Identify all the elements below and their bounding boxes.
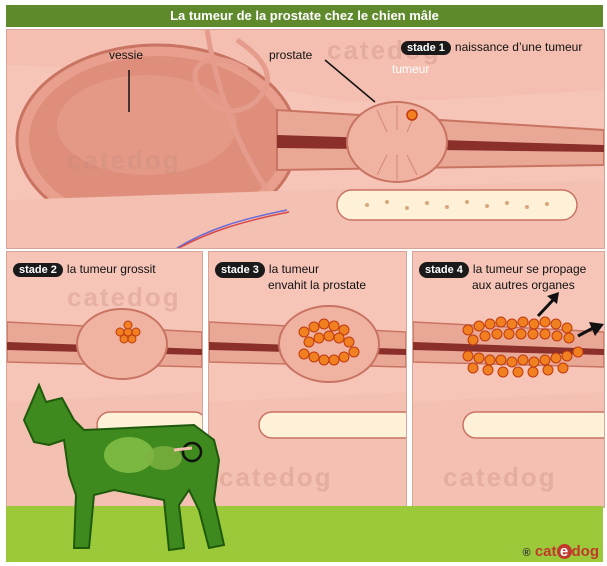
label-prostate: prostate — [269, 48, 312, 62]
label-bladder: vessie — [109, 48, 143, 62]
stage-4-caption: stade 4 la tumeur se propage aux autres o… — [419, 262, 586, 292]
stage-2-caption: stade 2 la tumeur grossit — [13, 262, 156, 277]
stage-4-text-line2: aux autres organes — [472, 278, 575, 292]
stage-4-text-line1: la tumeur se propage — [473, 262, 586, 276]
stage-4-badge: stade 4 — [419, 262, 469, 278]
stage-3-text-line2: envahit la prostate — [268, 278, 366, 292]
label-tumor: tumeur — [392, 62, 429, 76]
tumor-dot-stage-1 — [407, 110, 417, 120]
panel-stage-1: catedog catedog vessie prostate tumeur s… — [6, 29, 605, 249]
watermark: catedog — [67, 282, 181, 313]
stage-2-badge: stade 2 — [13, 263, 63, 277]
stage-1-badge: stade 1 — [401, 41, 451, 55]
brand-part2: e — [557, 544, 572, 559]
brand-part1: cat — [535, 543, 557, 560]
stage-3-text-line1: la tumeur — [269, 262, 319, 276]
panel-stage-4: catedog stade 4 la tumeur se propage aux … — [412, 251, 605, 508]
stage-1-illustration — [7, 30, 604, 248]
stage-3-caption: stade 3 la tumeur envahit la prostate — [215, 262, 366, 292]
stage-1-text: naissance d’une tumeur — [455, 40, 582, 54]
dog-silhouette — [14, 380, 244, 560]
watermark: catedog — [443, 462, 557, 493]
stage-1-caption: stade 1 naissance d’une tumeur — [401, 40, 582, 55]
stage-2-text: la tumeur grossit — [67, 262, 156, 276]
stage-3-badge: stade 3 — [215, 262, 265, 278]
watermark: catedog — [67, 145, 181, 176]
brand-symbol: ® — [523, 547, 531, 559]
diagram-title: La tumeur de la prostate chez le chien m… — [6, 5, 603, 27]
brand-part3: dog — [572, 543, 600, 560]
